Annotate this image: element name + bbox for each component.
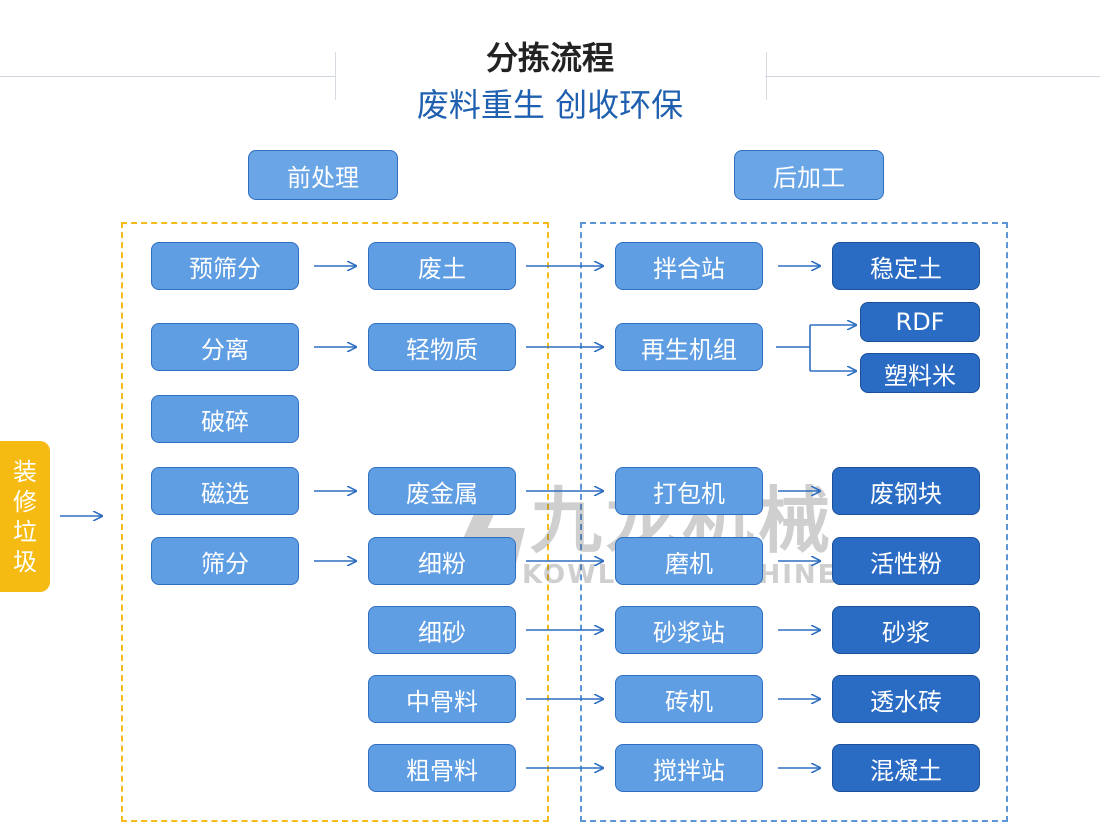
product-steel-block: 废钢块: [832, 467, 980, 515]
product-stabilized-soil: 稳定土: [832, 242, 980, 290]
equipment-recycling-unit: 再生机组: [615, 323, 763, 371]
material-light-matter: 轻物质: [368, 323, 516, 371]
step-crushing: 破碎: [151, 395, 299, 443]
header-frame: [335, 52, 767, 100]
material-scrap-metal: 废金属: [368, 467, 516, 515]
page-subtitle: 废料重生 创收环保: [0, 80, 1100, 126]
header-line-right: [765, 76, 1100, 77]
source-char: 装: [13, 457, 37, 486]
equipment-concrete-station: 搅拌站: [615, 744, 763, 792]
step-screening: 筛分: [151, 537, 299, 585]
equipment-mortar-station: 砂浆站: [615, 606, 763, 654]
section-pre-processing: 前处理: [248, 150, 398, 200]
source-renovation-waste: 装 修 垃 圾: [0, 441, 50, 592]
product-rdf: RDF: [860, 302, 980, 342]
material-coarse-aggregate: 粗骨料: [368, 744, 516, 792]
equipment-mixing-station: 拌合站: [615, 242, 763, 290]
product-permeable-brick: 透水砖: [832, 675, 980, 723]
source-char: 圾: [13, 547, 37, 576]
product-mortar: 砂浆: [832, 606, 980, 654]
material-fine-sand: 细砂: [368, 606, 516, 654]
product-plastic-pellets: 塑料米: [860, 353, 980, 393]
step-magnetic-separation: 磁选: [151, 467, 299, 515]
header-line-left: [0, 76, 335, 77]
product-active-powder: 活性粉: [832, 537, 980, 585]
equipment-baler: 打包机: [615, 467, 763, 515]
step-separation: 分离: [151, 323, 299, 371]
page-title: 分拣流程: [0, 33, 1100, 79]
source-char: 修: [13, 487, 37, 516]
product-concrete: 混凝土: [832, 744, 980, 792]
section-post-processing: 后加工: [734, 150, 884, 200]
equipment-brick-machine: 砖机: [615, 675, 763, 723]
step-pre-screening: 预筛分: [151, 242, 299, 290]
material-medium-aggregate: 中骨料: [368, 675, 516, 723]
material-fine-powder: 细粉: [368, 537, 516, 585]
equipment-mill: 磨机: [615, 537, 763, 585]
material-waste-soil: 废土: [368, 242, 516, 290]
source-char: 垃: [13, 517, 37, 546]
